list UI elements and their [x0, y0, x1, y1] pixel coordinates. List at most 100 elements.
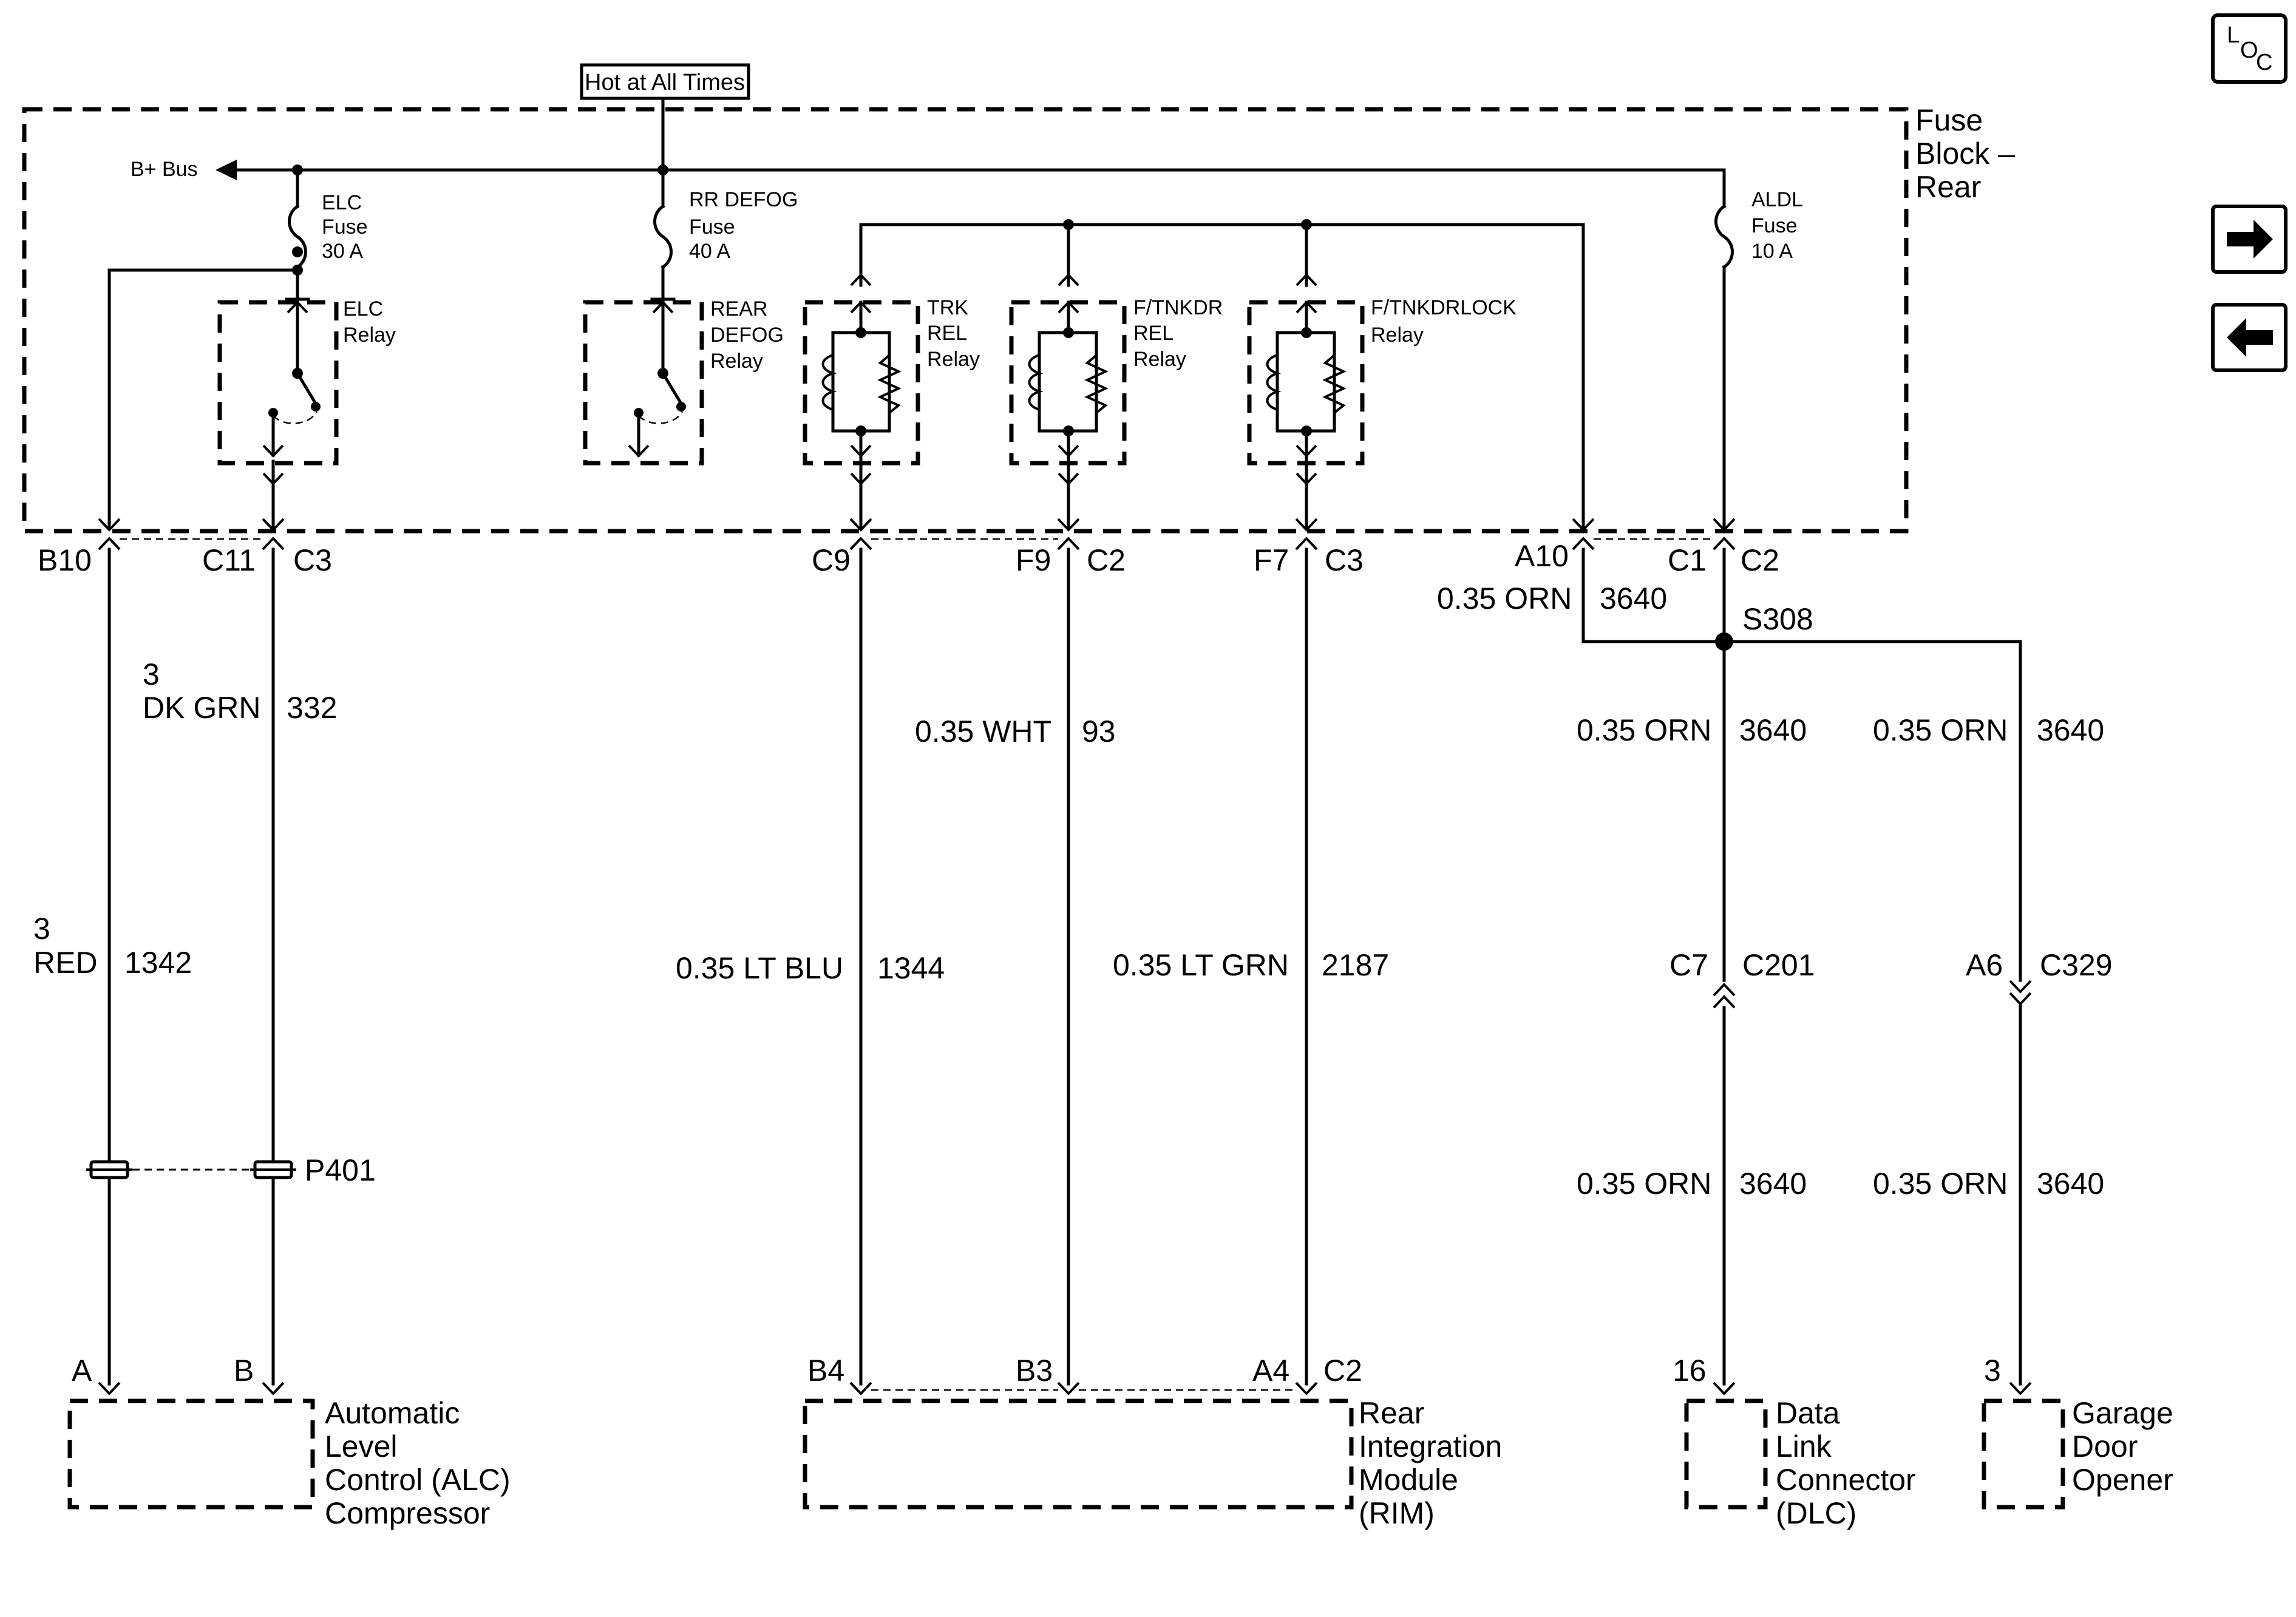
terminal-c3-alc: C3	[293, 543, 332, 577]
elc-fuse-label-2: Fuse	[322, 215, 368, 239]
gdo-outline	[1982, 1398, 2065, 1510]
rear-defog-relay-outline	[583, 300, 704, 466]
component-pin-arrows	[98, 1381, 2032, 1395]
terminal-f9: F9	[1016, 543, 1051, 577]
terminal-c11: C11	[202, 543, 256, 577]
c201-label: C201	[1742, 948, 1815, 982]
rr-defog-fuse-label-3: 40 A	[689, 240, 730, 263]
pin-a4: A4	[1252, 1354, 1289, 1388]
elc-relay-label-1: ELC	[343, 297, 383, 320]
loc-letter-o: O	[2240, 38, 2258, 63]
c329-connector	[2009, 980, 2032, 1006]
ftnkdrlock-relay-label-2: Relay	[1371, 324, 1424, 347]
wire-3640-a10-circuit: 3640	[1600, 581, 1667, 615]
wire-3640-dlc2-color: 0.35 ORN	[1577, 1167, 1711, 1201]
loc-button[interactable]: L O C	[2211, 13, 2288, 84]
fuse-block-label-3: Rear	[1915, 170, 1981, 204]
pin-16: 16	[1673, 1354, 1707, 1388]
gdo-label-2: Door	[2072, 1429, 2138, 1463]
wire-93-color: 0.35 WHT	[915, 714, 1051, 748]
elc-fuse-label-1: ELC	[322, 191, 362, 214]
next-page-button[interactable]	[2211, 205, 2288, 274]
terminal-b10: B10	[38, 543, 92, 577]
wire-3640-dlc-color: 0.35 ORN	[1577, 713, 1711, 747]
splice-s308-label: S308	[1742, 602, 1813, 636]
rr-defog-fuse-label-2: Fuse	[689, 215, 735, 239]
a6-label: A6	[1966, 948, 2003, 982]
ftnkdr-relay-label-1: F/TNKDR	[1133, 296, 1223, 319]
b-plus-bus-arrow	[216, 160, 237, 180]
wire-3640-a10	[1581, 547, 2022, 982]
alc-label-4: Compressor	[325, 1496, 490, 1530]
wire-1342-gauge: 3	[33, 912, 50, 946]
wire-1344-color: 0.35 LT BLU	[676, 951, 843, 985]
rim-label-4: (RIM)	[1359, 1496, 1435, 1530]
elc-relay-outline	[217, 300, 339, 466]
arrow-left-icon	[2227, 318, 2273, 357]
alc-compressor-outline	[67, 1398, 315, 1510]
dlc-label-2: Link	[1776, 1429, 1832, 1463]
terminal-c9: C9	[812, 543, 851, 577]
fuse-block-label-2: Block –	[1915, 137, 2015, 171]
alc-label-1: Automatic	[325, 1396, 460, 1430]
loc-letter-c: C	[2256, 50, 2272, 75]
wire-3640-gdo2-circuit: 3640	[2037, 1167, 2104, 1201]
wire-3640-gdo2-color: 0.35 ORN	[1873, 1167, 2008, 1201]
splice-s308	[1715, 632, 1733, 651]
p401-connector	[86, 1160, 296, 1179]
elc-relay-label-2: Relay	[343, 324, 396, 347]
rr-defog-fuse-label-1: RR DEFOG	[689, 188, 798, 211]
gdo-label-3: Opener	[2072, 1463, 2173, 1497]
c201-connector	[1713, 983, 1736, 1009]
wire-1342-circuit: 1342	[124, 946, 192, 980]
wire-3640-dlc2-circuit: 3640	[1739, 1167, 1807, 1201]
terminal-c2-rim: C2	[1087, 543, 1126, 577]
wire-3640-gdo-circuit: 3640	[2037, 713, 2104, 747]
rr-defog-fuse-symbol	[653, 204, 673, 270]
wire-3640-a10-color: 0.35 ORN	[1437, 581, 1572, 615]
p401-label: P401	[305, 1153, 376, 1187]
rim-label-2: Integration	[1359, 1429, 1502, 1463]
pin-b4: B4	[807, 1354, 844, 1388]
pin-a: A	[72, 1354, 92, 1388]
wire-332-color: DK GRN	[143, 691, 260, 725]
b-plus-bus-label: B+ Bus	[131, 158, 198, 181]
trk-relay-label-1: TRK	[927, 296, 968, 319]
rim-label-1: Rear	[1359, 1396, 1424, 1430]
elc-fuse-symbol	[288, 204, 307, 270]
wire-332-gauge: 3	[143, 657, 160, 691]
loc-letter-l: L	[2227, 22, 2240, 48]
c7-label: C7	[1669, 948, 1708, 982]
dlc-label-3: Connector	[1776, 1463, 1916, 1497]
rim-outline	[803, 1398, 1354, 1510]
previous-page-button[interactable]	[2211, 303, 2288, 372]
aldl-fuse-label-2: Fuse	[1751, 214, 1798, 237]
terminal-c2-aldl: C2	[1741, 543, 1779, 577]
dlc-label-1: Data	[1776, 1396, 1840, 1430]
pin-c2: C2	[1323, 1354, 1362, 1388]
rear-defog-relay-label-3: Relay	[710, 350, 763, 373]
trk-relay-label-2: REL	[927, 322, 967, 345]
c329-label: C329	[2040, 948, 2113, 982]
aldl-fuse-label-3: 10 A	[1751, 240, 1793, 263]
fuse-block-outline	[22, 107, 1909, 534]
wire-2187-color: 0.35 LT GRN	[1113, 948, 1289, 982]
terminal-f7: F7	[1254, 543, 1289, 577]
terminal-c3-rim: C3	[1325, 543, 1364, 577]
alc-label-2: Level	[325, 1429, 398, 1463]
fuse-block-label-1: Fuse	[1915, 103, 1983, 137]
ftnkdrlock-relay-label-1: F/TNKDRLOCK	[1371, 296, 1517, 319]
ftnkdr-relay-label-3: Relay	[1133, 348, 1186, 371]
dlc-outline	[1684, 1398, 1768, 1510]
trk-relay-label-3: Relay	[927, 348, 980, 371]
aldl-fuse-symbol	[1714, 204, 1734, 270]
elc-fuse-label-3: 30 A	[322, 240, 363, 263]
pin-b: B	[234, 1354, 254, 1388]
rim-label-3: Module	[1359, 1463, 1458, 1497]
wire-3640-gdo-color: 0.35 ORN	[1873, 713, 2008, 747]
terminal-a10: A10	[1515, 539, 1569, 573]
wire-2187-circuit: 2187	[1322, 948, 1389, 982]
rear-defog-relay-label-1: REAR	[710, 297, 767, 320]
dlc-label-4: (DLC)	[1776, 1496, 1856, 1530]
